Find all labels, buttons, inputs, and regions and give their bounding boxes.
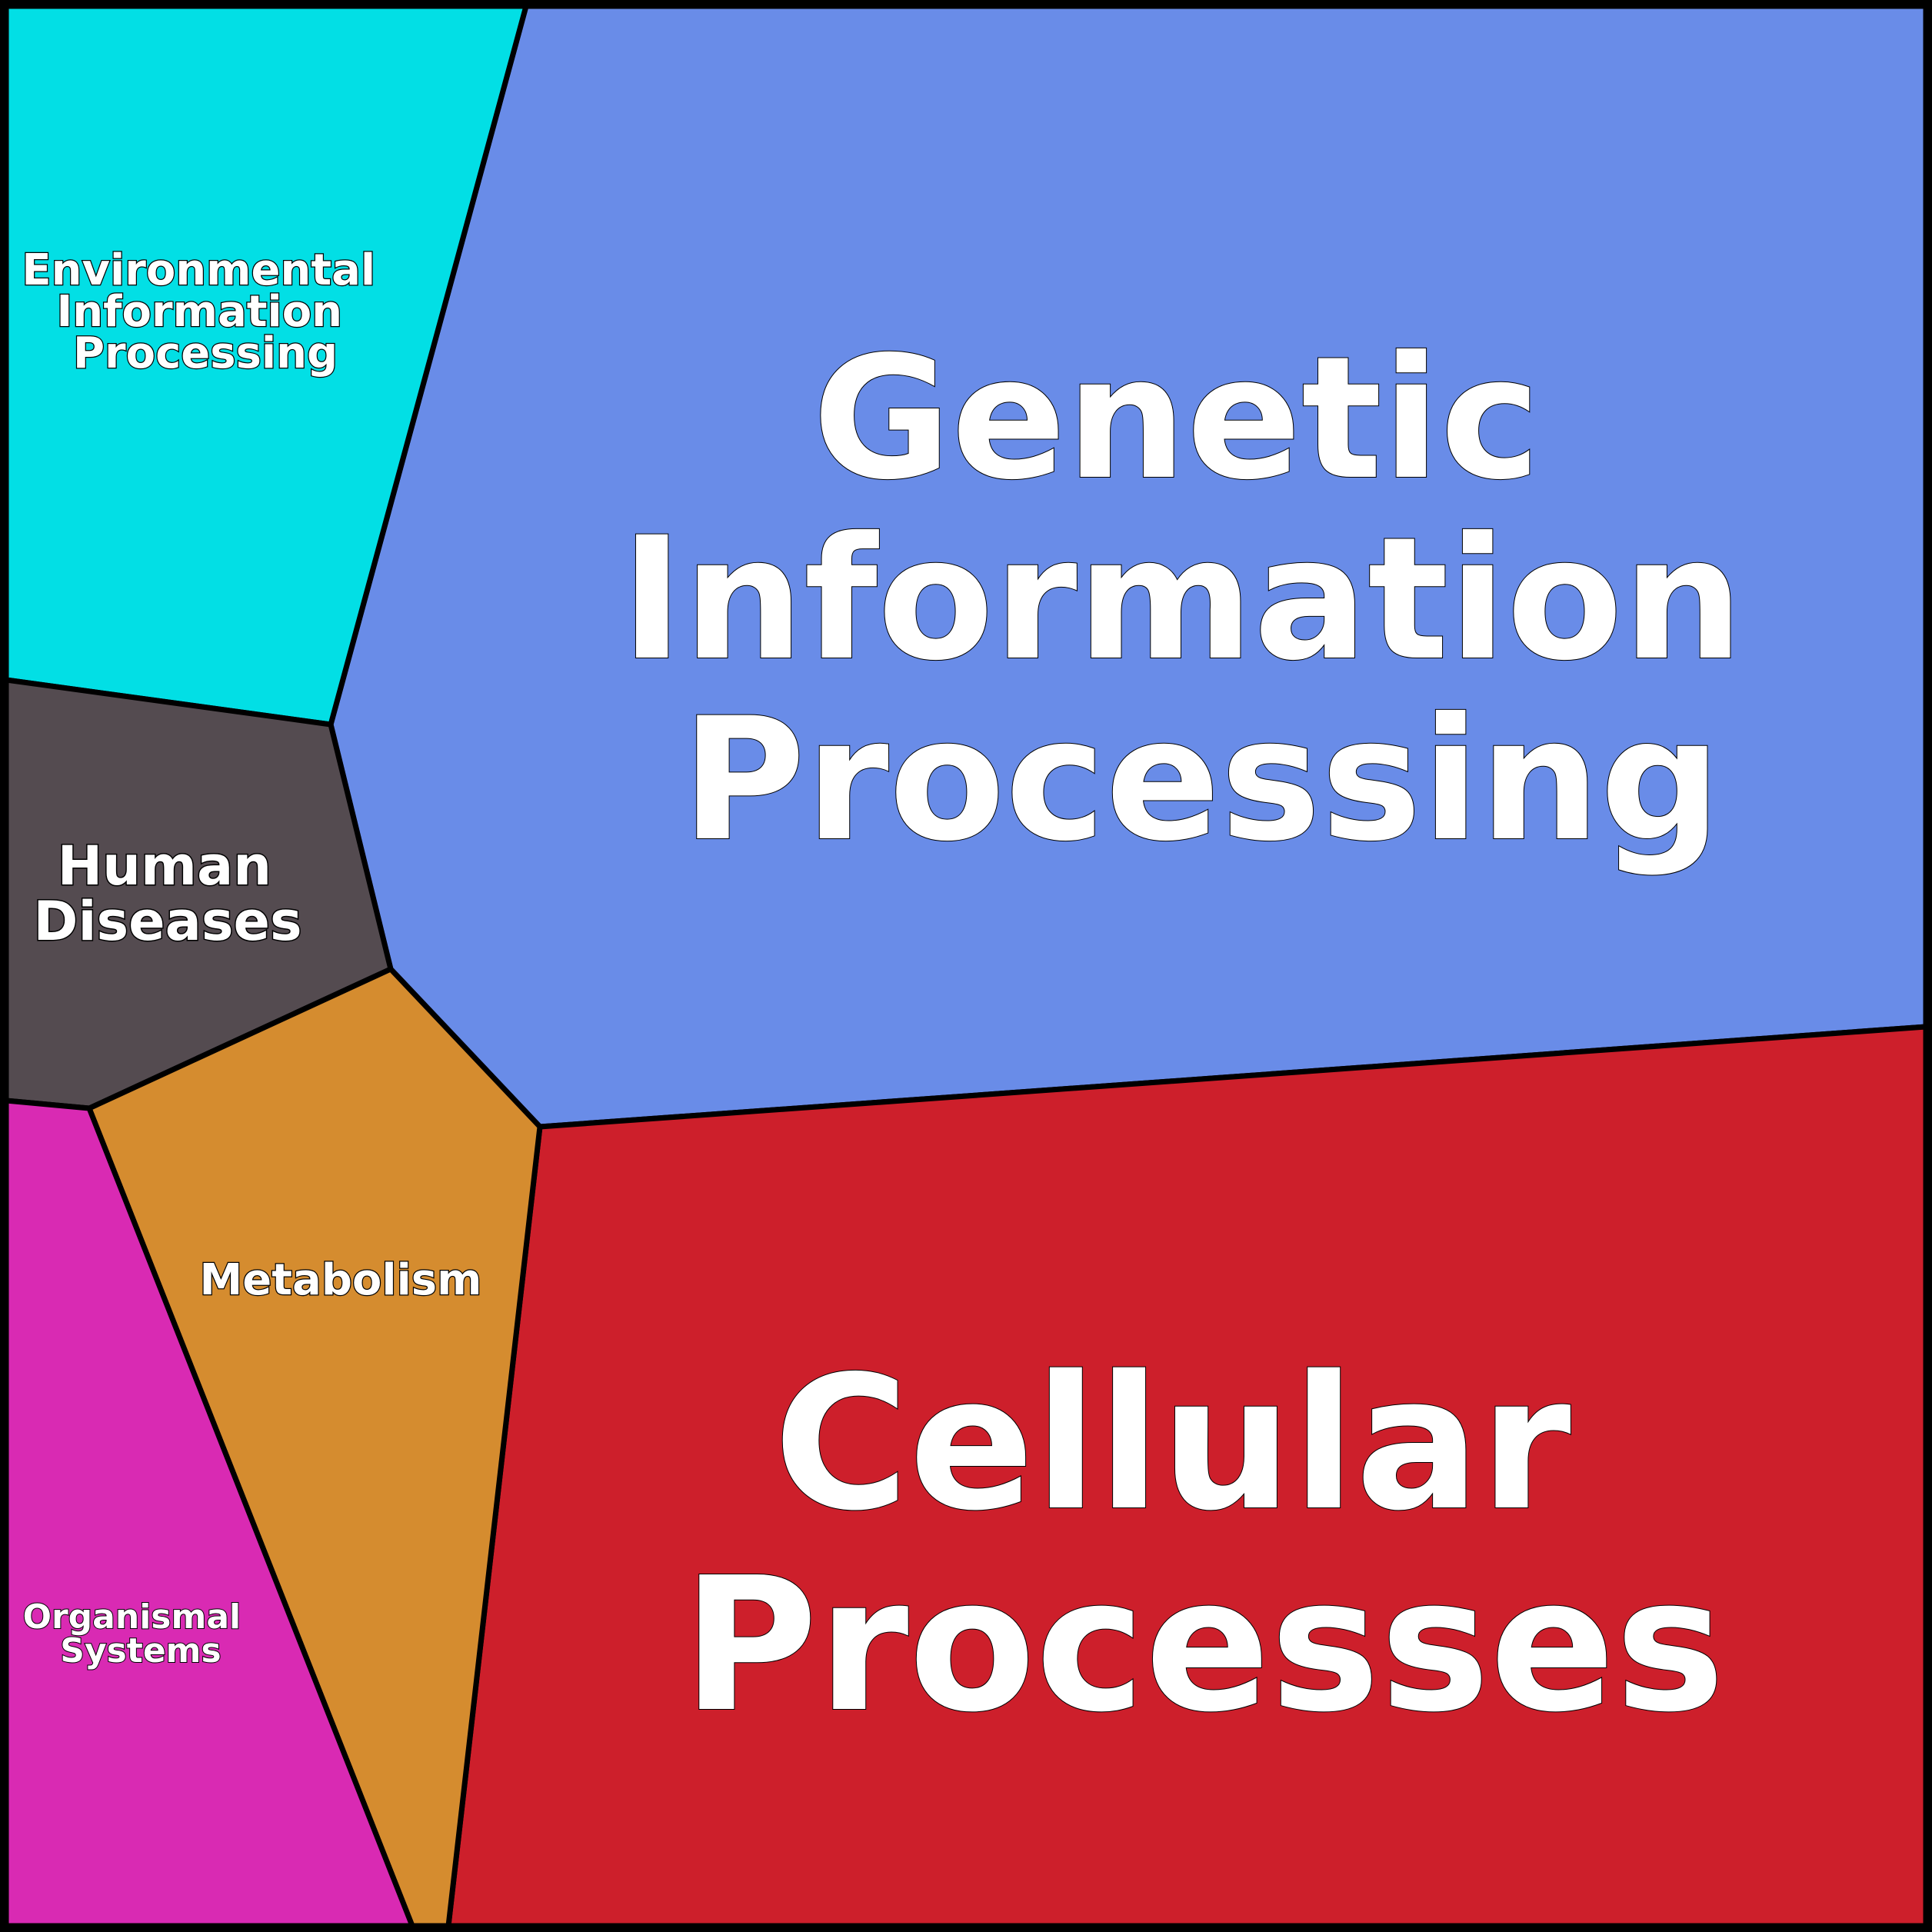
label-metabolism: Metabolism (200, 1255, 482, 1305)
label-line: Processes (682, 1537, 1725, 1753)
label-line: Systems (60, 1631, 221, 1671)
label-line: Diseases (33, 890, 301, 953)
label-environmental-information-processing: Environmental Information Processing (22, 245, 390, 378)
label-genetic-information-processing: Genetic Information Processing (621, 320, 1802, 878)
label-cellular-processes: Cellular Processes (682, 1336, 1725, 1753)
label-line: Metabolism (200, 1255, 482, 1305)
label-organismal-systems: Organismal Systems (23, 1597, 253, 1671)
label-line: Human (58, 834, 271, 898)
label-line: Processing (681, 681, 1721, 878)
label-line: Environmental (22, 245, 375, 295)
label-line: Information (56, 287, 342, 337)
label-line: Information (621, 501, 1744, 698)
label-line: Cellular (774, 1336, 1571, 1551)
label-line: Genetic (812, 320, 1541, 517)
label-line: Organismal (23, 1597, 242, 1637)
label-line: Processing (73, 328, 338, 378)
label-human-diseases: Human Diseases (33, 834, 301, 953)
